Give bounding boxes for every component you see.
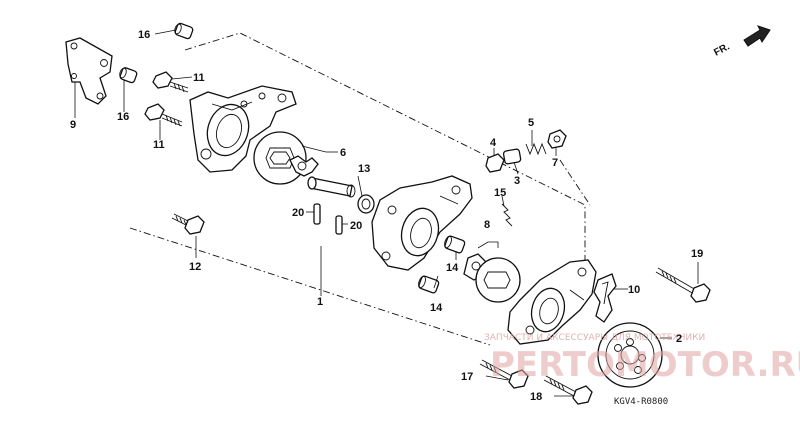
callout-2: 2	[676, 333, 682, 345]
part-11-bolt-upper	[152, 71, 189, 93]
callout-11-upper: 11	[193, 72, 205, 84]
part-16-dowel-top	[174, 22, 194, 40]
arrow-right-icon	[743, 25, 771, 47]
callout-16-top: 16	[138, 29, 150, 41]
pump-cover-housing	[189, 85, 297, 173]
part-20-pin-right	[335, 215, 343, 235]
assembly-boundary	[184, 32, 586, 300]
callout-3: 3	[514, 175, 520, 187]
callout-10: 10	[628, 284, 640, 296]
part-20-pin-left	[313, 203, 321, 225]
part-6-outer-rotor	[253, 131, 307, 185]
callout-19: 19	[691, 248, 703, 260]
leader-lines	[74, 29, 699, 397]
part-10-gasket	[593, 273, 617, 323]
part-18-bolt	[543, 375, 593, 405]
callout-14-upper: 14	[446, 262, 459, 274]
callout-17: 17	[461, 371, 473, 383]
part-14-dowel-upper	[444, 235, 466, 254]
callout-12: 12	[189, 261, 201, 273]
callout-8: 8	[484, 219, 490, 231]
pump-body-middle	[371, 175, 473, 271]
part-12-bolt	[171, 213, 205, 235]
part-3-relief-valve	[502, 148, 522, 165]
part-16-dowel-left	[119, 67, 138, 84]
callout-1: 1	[317, 296, 323, 308]
callout-5: 5	[528, 117, 534, 129]
part-5-spring	[525, 142, 547, 156]
assembly-boundary-right	[559, 159, 591, 206]
callout-18: 18	[530, 391, 542, 403]
callout-16-left: 16	[117, 111, 129, 123]
part-2-sprocket	[597, 322, 663, 388]
callout-14-lower: 14	[430, 302, 443, 314]
diagram-code: KGV4-R0800	[614, 397, 668, 407]
callout-4: 4	[490, 137, 497, 149]
part-13-washer	[357, 194, 375, 214]
part-14-dowel-lower	[418, 275, 440, 294]
part-6-inner-rotor	[289, 155, 319, 177]
part-9-bracket	[65, 37, 113, 105]
callout-13: 13	[358, 163, 370, 175]
callout-20-right: 20	[350, 220, 362, 232]
part-11-bolt-lower	[144, 103, 183, 127]
callout-11-lower: 11	[153, 139, 165, 151]
watermark-line-2: PERTOMOTOR.RU	[490, 345, 800, 385]
pump-rear-housing	[507, 259, 597, 345]
pump-shaft	[307, 176, 356, 198]
callout-9: 9	[70, 119, 76, 131]
callout-15: 15	[494, 187, 506, 199]
watermark-line-1: ЗАПЧАСТИ И АКСЕССУАРЫ ДЛЯ МОТОТЕХНИКИ	[484, 333, 705, 343]
part-7-plug	[547, 129, 567, 149]
front-direction-label: FR.	[712, 41, 732, 58]
assembly-boundary-lower	[129, 227, 491, 346]
callout-labels: 1 2 3 4 5 6 7 8 9 10 11 11 12 13 14 14 1…	[70, 29, 703, 403]
part-15-spring	[501, 203, 513, 227]
part-4-valve-cap	[485, 153, 505, 173]
callout-7: 7	[552, 157, 558, 169]
watermark: ЗАПЧАСТИ И АКСЕССУАРЫ ДЛЯ МОТОТЕХНИКИ PE…	[484, 333, 800, 385]
front-direction-indicator: FR.	[712, 25, 771, 59]
callout-6: 6	[340, 147, 346, 159]
callout-20-left: 20	[292, 207, 304, 219]
part-19-bolt	[655, 267, 711, 303]
part-17-bolt	[479, 359, 529, 389]
part-8-outer-rotor	[475, 257, 521, 303]
